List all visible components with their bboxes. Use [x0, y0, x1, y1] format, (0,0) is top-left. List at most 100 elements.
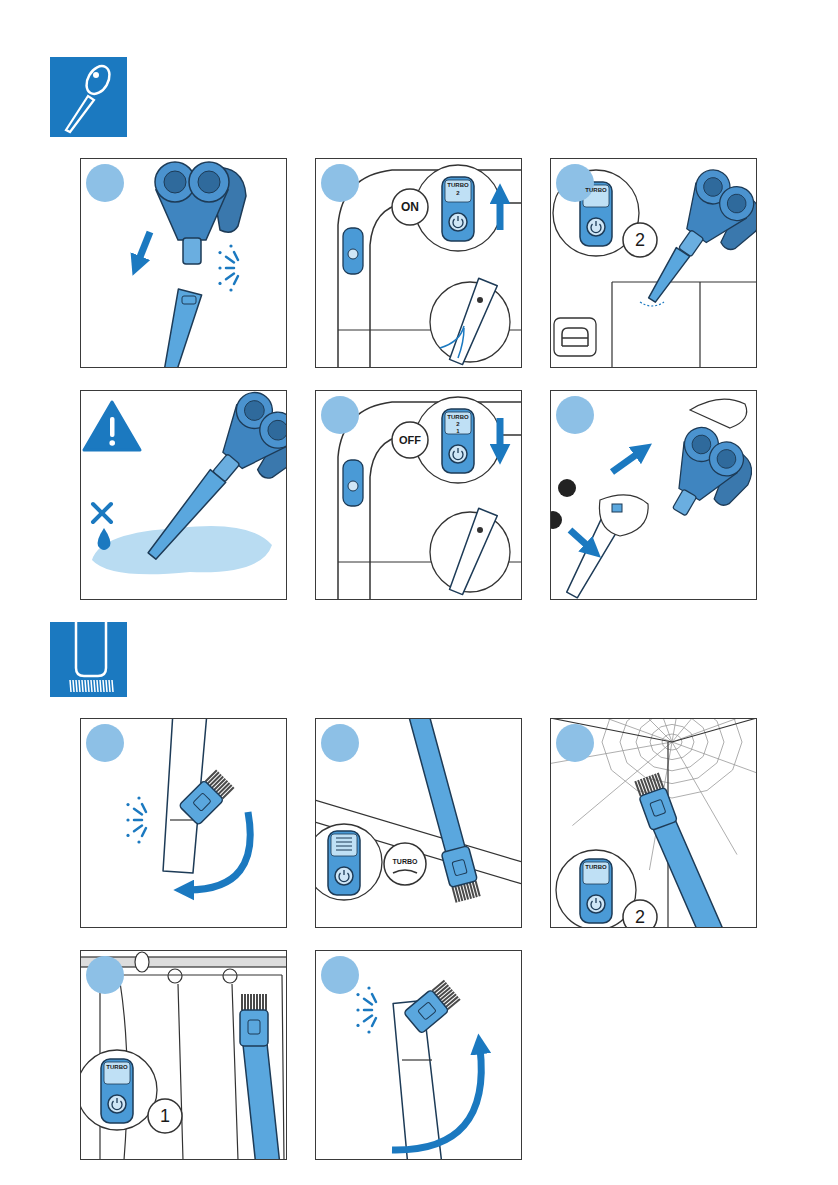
- icon-bristle: [94, 680, 95, 692]
- step-circle: [321, 396, 359, 434]
- icon-button: [93, 72, 99, 78]
- click-dot: [218, 282, 221, 285]
- icon-bristle: [79, 680, 80, 692]
- power-button: [449, 213, 467, 231]
- speed-number: 1: [456, 428, 459, 434]
- suction-mark: [640, 302, 664, 306]
- click-dot: [356, 1008, 359, 1011]
- switch-label: TURBO: [106, 1064, 127, 1070]
- panel-frame: [81, 391, 287, 600]
- nozzle-neck: [183, 238, 201, 264]
- icon-bristle: [106, 680, 107, 692]
- callout-ring: [392, 189, 428, 225]
- curtain-ring: [168, 969, 182, 983]
- furniture-edge: [315, 800, 522, 884]
- cylinder-cap: [198, 171, 220, 193]
- slider-ridge: [336, 850, 352, 851]
- panel-frames: [81, 159, 757, 1160]
- tube-joint: [402, 1059, 432, 1060]
- water-drop: [98, 528, 111, 550]
- light-beam: [458, 328, 464, 358]
- panel-art: [356, 979, 481, 1160]
- crevice-tool: [649, 248, 690, 303]
- nozzle-neck: [672, 489, 696, 516]
- turbo-callout: TURBO: [393, 858, 418, 865]
- click-mark: [142, 828, 146, 836]
- icon-bristle: [91, 680, 92, 692]
- warning-mark: [109, 440, 115, 446]
- slider-ridge: [336, 842, 352, 843]
- bristle: [265, 994, 267, 1010]
- brush-clip: [248, 1020, 260, 1034]
- panel-frame: [316, 719, 522, 928]
- spider-web: [620, 718, 724, 784]
- switch-label: TURBO: [447, 414, 468, 420]
- click-mark: [142, 804, 146, 812]
- panel-art: [84, 390, 287, 574]
- crevice-tool: [164, 289, 201, 368]
- click-dot: [356, 1024, 359, 1027]
- click-dot: [367, 1030, 370, 1033]
- crevice-detail: [450, 508, 498, 594]
- crevice-detail: [450, 278, 498, 364]
- switch-slider: [445, 180, 471, 202]
- spider-web: [602, 718, 742, 798]
- curtain-ring: [223, 969, 237, 983]
- brush-body: [403, 989, 449, 1034]
- click-dot: [126, 818, 129, 821]
- wand-tube: [653, 819, 723, 928]
- speed-number: 2: [456, 421, 459, 427]
- switch-slider: [104, 1062, 130, 1084]
- dust-cylinder: [252, 405, 287, 456]
- step-dot: [558, 479, 576, 497]
- sofa-outline: [612, 282, 757, 368]
- switch-label: TURBO: [585, 187, 606, 193]
- brush-body: [240, 1010, 268, 1046]
- power-symbol: [457, 216, 458, 221]
- handle-switch: [343, 228, 363, 274]
- switch-slider: [445, 412, 471, 434]
- prohibited-cross: [93, 504, 111, 522]
- brush-body: [441, 846, 477, 888]
- section-icon: [50, 57, 127, 137]
- power-symbol: [457, 448, 458, 453]
- panel-art: [315, 718, 522, 903]
- bristle: [253, 994, 255, 1010]
- click-dot: [367, 986, 370, 989]
- bristle: [256, 994, 258, 1010]
- panel-frame: [551, 159, 757, 368]
- state-label: ON: [401, 201, 419, 213]
- slider-ridge: [336, 846, 352, 847]
- icon-bristle: [112, 680, 113, 692]
- switch-label: TURBO: [447, 182, 468, 188]
- bristle: [222, 787, 233, 798]
- power-button: [587, 895, 605, 913]
- click-dot: [218, 251, 221, 254]
- sofa-icon: [562, 328, 588, 346]
- motion-arrow: [612, 452, 640, 472]
- panel-art: [338, 397, 522, 600]
- click-mark: [226, 267, 234, 270]
- motion-arrow: [497, 418, 504, 450]
- brush-clip: [650, 799, 666, 816]
- dust-cylinder: [189, 162, 229, 202]
- click-dot: [229, 244, 232, 247]
- icon-bristle: [82, 680, 83, 692]
- click-dot: [137, 796, 140, 799]
- brush-head: [441, 846, 482, 903]
- detail-inset: [80, 1050, 157, 1130]
- bristle: [244, 994, 246, 1010]
- icon-bristle: [73, 680, 74, 692]
- panel-frame: [551, 391, 757, 600]
- click-mark: [134, 826, 142, 832]
- step-circle: [556, 164, 594, 202]
- bristle: [250, 994, 252, 1010]
- step-markers: [86, 164, 594, 994]
- step-circle: [556, 724, 594, 762]
- click-dot: [126, 803, 129, 806]
- panel-art: [126, 718, 250, 890]
- power-button: [108, 1095, 126, 1113]
- panel-frame: [551, 719, 757, 928]
- callout-ring: [384, 843, 426, 885]
